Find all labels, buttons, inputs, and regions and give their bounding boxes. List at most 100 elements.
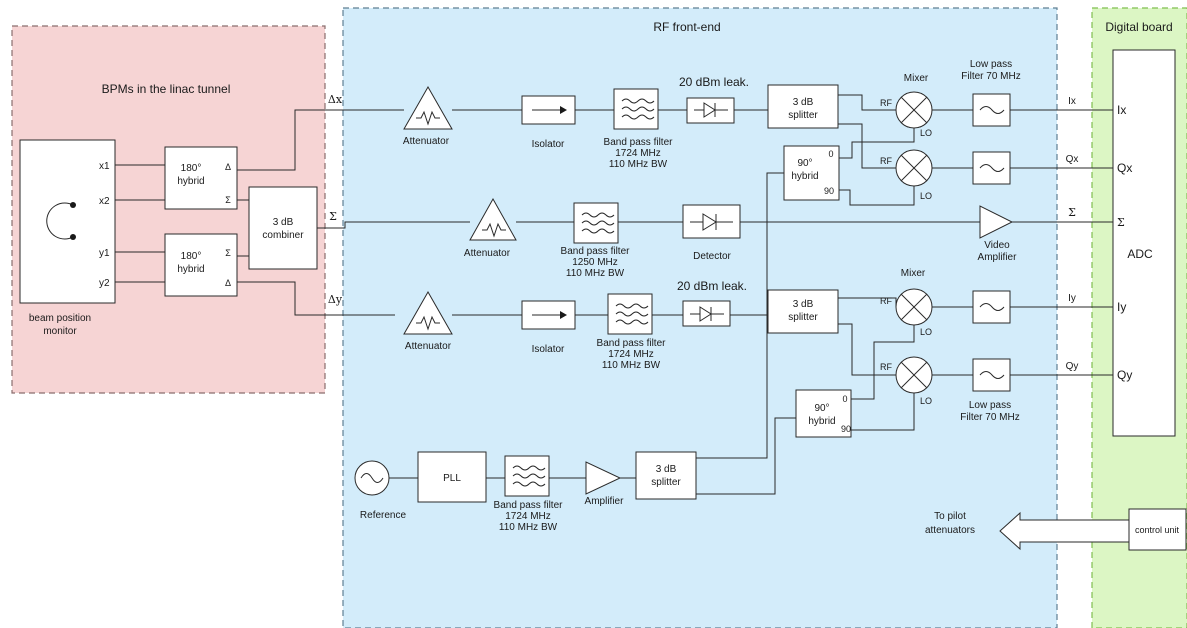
signal-iy: Iy xyxy=(1068,293,1076,304)
splitter-x xyxy=(767,84,839,129)
splitter-lo-label-1: 3 dB xyxy=(656,464,677,475)
hybrid90-x-label-2: hybrid xyxy=(791,171,818,182)
port-x1: x1 xyxy=(99,161,110,172)
hybrid90-y-label-2: hybrid xyxy=(808,416,835,427)
hybrid90-x-port90: 90 xyxy=(824,186,834,196)
hybrid-180-y xyxy=(164,233,238,297)
bandpass-filter-x xyxy=(613,88,659,130)
beam-position-monitor-box xyxy=(19,139,116,304)
hybrid90-y-port90: 90 xyxy=(841,424,851,434)
bpf-y-label-2: 1724 MHz xyxy=(608,349,654,360)
control-unit-label: control unit xyxy=(1135,525,1180,535)
amplifier-label: Amplifier xyxy=(585,496,625,507)
attenuator-sigma-label: Attenuator xyxy=(464,248,511,259)
pickup-electrode-bottom xyxy=(70,234,76,240)
adc-label: ADC xyxy=(1127,247,1153,261)
bpf-x-label-1: Band pass filter xyxy=(604,137,674,148)
bpf-sigma-label-1: Band pass filter xyxy=(561,246,631,257)
mixer-y-title: Mixer xyxy=(901,268,926,279)
bpf-x-label-3: 110 MHz BW xyxy=(609,159,668,170)
isolator-y-label: Isolator xyxy=(532,344,565,355)
bpf-y-label-3: 110 MHz BW xyxy=(602,360,661,371)
mixer-qy-lo: LO xyxy=(920,396,932,406)
mixer-x-title: Mixer xyxy=(904,73,929,84)
adc-input-ix: Ix xyxy=(1117,103,1126,117)
signal-sigma-out: Σ xyxy=(1068,206,1076,219)
rf-frontend-title: RF front-end xyxy=(653,20,720,34)
port-x2: x2 xyxy=(99,196,110,207)
bandpass-filter-lo xyxy=(504,455,550,497)
signal-qy: Qy xyxy=(1066,361,1079,372)
hybrid-x-sigma: Σ xyxy=(225,195,231,205)
pilot-label-1: To pilot xyxy=(934,511,966,522)
mixer-qy-rf: RF xyxy=(880,362,892,372)
hybrid-90-x xyxy=(783,145,840,201)
adc-input-qx: Qx xyxy=(1117,161,1132,175)
sine-icon xyxy=(360,473,384,483)
isolator-x-label: Isolator xyxy=(532,139,565,150)
lpf-ix-label-2: Filter 70 MHz xyxy=(961,71,1020,82)
splitter-lo xyxy=(635,451,697,500)
port-y1: y1 xyxy=(99,248,110,259)
lo-amplifier xyxy=(585,461,622,495)
combiner-3db xyxy=(248,186,318,270)
hybrid-y-label-2: hybrid xyxy=(177,264,204,275)
signal-ix: Ix xyxy=(1068,96,1076,107)
adc-input-iy: Iy xyxy=(1117,300,1126,314)
hybrid-x-label-2: hybrid xyxy=(177,176,204,187)
splitter-x-label-1: 3 dB xyxy=(793,97,814,108)
bpf-sigma-label-3: 110 MHz BW xyxy=(566,268,625,279)
leak-x-label: 20 dBm leak. xyxy=(679,75,749,89)
adc-input-qy: Qy xyxy=(1117,368,1132,382)
hybrid-y-label-1: 180° xyxy=(181,251,202,262)
hybrid-x-delta: Δ xyxy=(225,162,231,172)
bpf-y-label-1: Band pass filter xyxy=(597,338,667,349)
port-y2: y2 xyxy=(99,278,110,289)
hybrid90-x-port0: 0 xyxy=(828,149,833,159)
hybrid-y-sigma: Σ xyxy=(225,248,231,258)
hybrid90-y-port0: 0 xyxy=(842,394,847,404)
digital-board-title: Digital board xyxy=(1105,20,1172,34)
bandpass-filter-y xyxy=(607,293,653,335)
pll-label: PLL xyxy=(443,473,461,484)
monitor-label-line2: monitor xyxy=(43,326,77,337)
hybrid-y-delta: Δ xyxy=(225,278,231,288)
splitter-x-label-2: splitter xyxy=(788,110,818,121)
lpf-qy-label-2: Filter 70 MHz xyxy=(960,412,1019,423)
video-amplifier xyxy=(979,205,1014,239)
adc-block xyxy=(1112,49,1176,437)
leak-y-label: 20 dBm leak. xyxy=(677,279,747,293)
hybrid90-x-label-1: 90° xyxy=(797,158,812,169)
signal-sigma: Σ xyxy=(329,210,337,223)
hybrid-180-x xyxy=(164,146,238,210)
reference-label: Reference xyxy=(360,510,407,521)
bpf-sigma-label-2: 1250 MHz xyxy=(572,257,618,268)
lpf-qy-label-1: Low pass xyxy=(969,400,1011,411)
hybrid-90-y xyxy=(795,389,852,438)
attenuator-y-label: Attenuator xyxy=(405,341,452,352)
pll xyxy=(417,451,487,503)
lpf-ix-label-1: Low pass xyxy=(970,59,1012,70)
mixer-ix-lo: LO xyxy=(920,128,932,138)
bandpass-filter-sigma xyxy=(573,202,619,244)
bpm-region-title: BPMs in the linac tunnel xyxy=(102,82,231,96)
detector-label: Detector xyxy=(693,251,731,262)
signal-qx: Qx xyxy=(1066,154,1079,165)
bpf-lo-label-3: 110 MHz BW xyxy=(499,522,558,533)
beam-pickup-icon xyxy=(46,202,74,240)
bpf-lo-label-2: 1724 MHz xyxy=(505,511,551,522)
splitter-y-label-2: splitter xyxy=(788,312,818,323)
mixer-iy-lo: LO xyxy=(920,327,932,337)
control-unit xyxy=(1128,508,1187,551)
video-amp-label-1: Video xyxy=(984,240,1010,251)
hybrid90-y-label-1: 90° xyxy=(814,403,829,414)
splitter-y xyxy=(767,289,839,334)
signal-delta-x: Δx xyxy=(328,93,343,106)
pilot-label-2: attenuators xyxy=(925,525,975,536)
splitter-lo-label-2: splitter xyxy=(651,477,681,488)
attenuator-x-label: Attenuator xyxy=(403,136,450,147)
mixer-qx-lo: LO xyxy=(920,191,932,201)
bpf-x-label-2: 1724 MHz xyxy=(615,148,661,159)
signal-delta-y: Δy xyxy=(328,293,343,306)
